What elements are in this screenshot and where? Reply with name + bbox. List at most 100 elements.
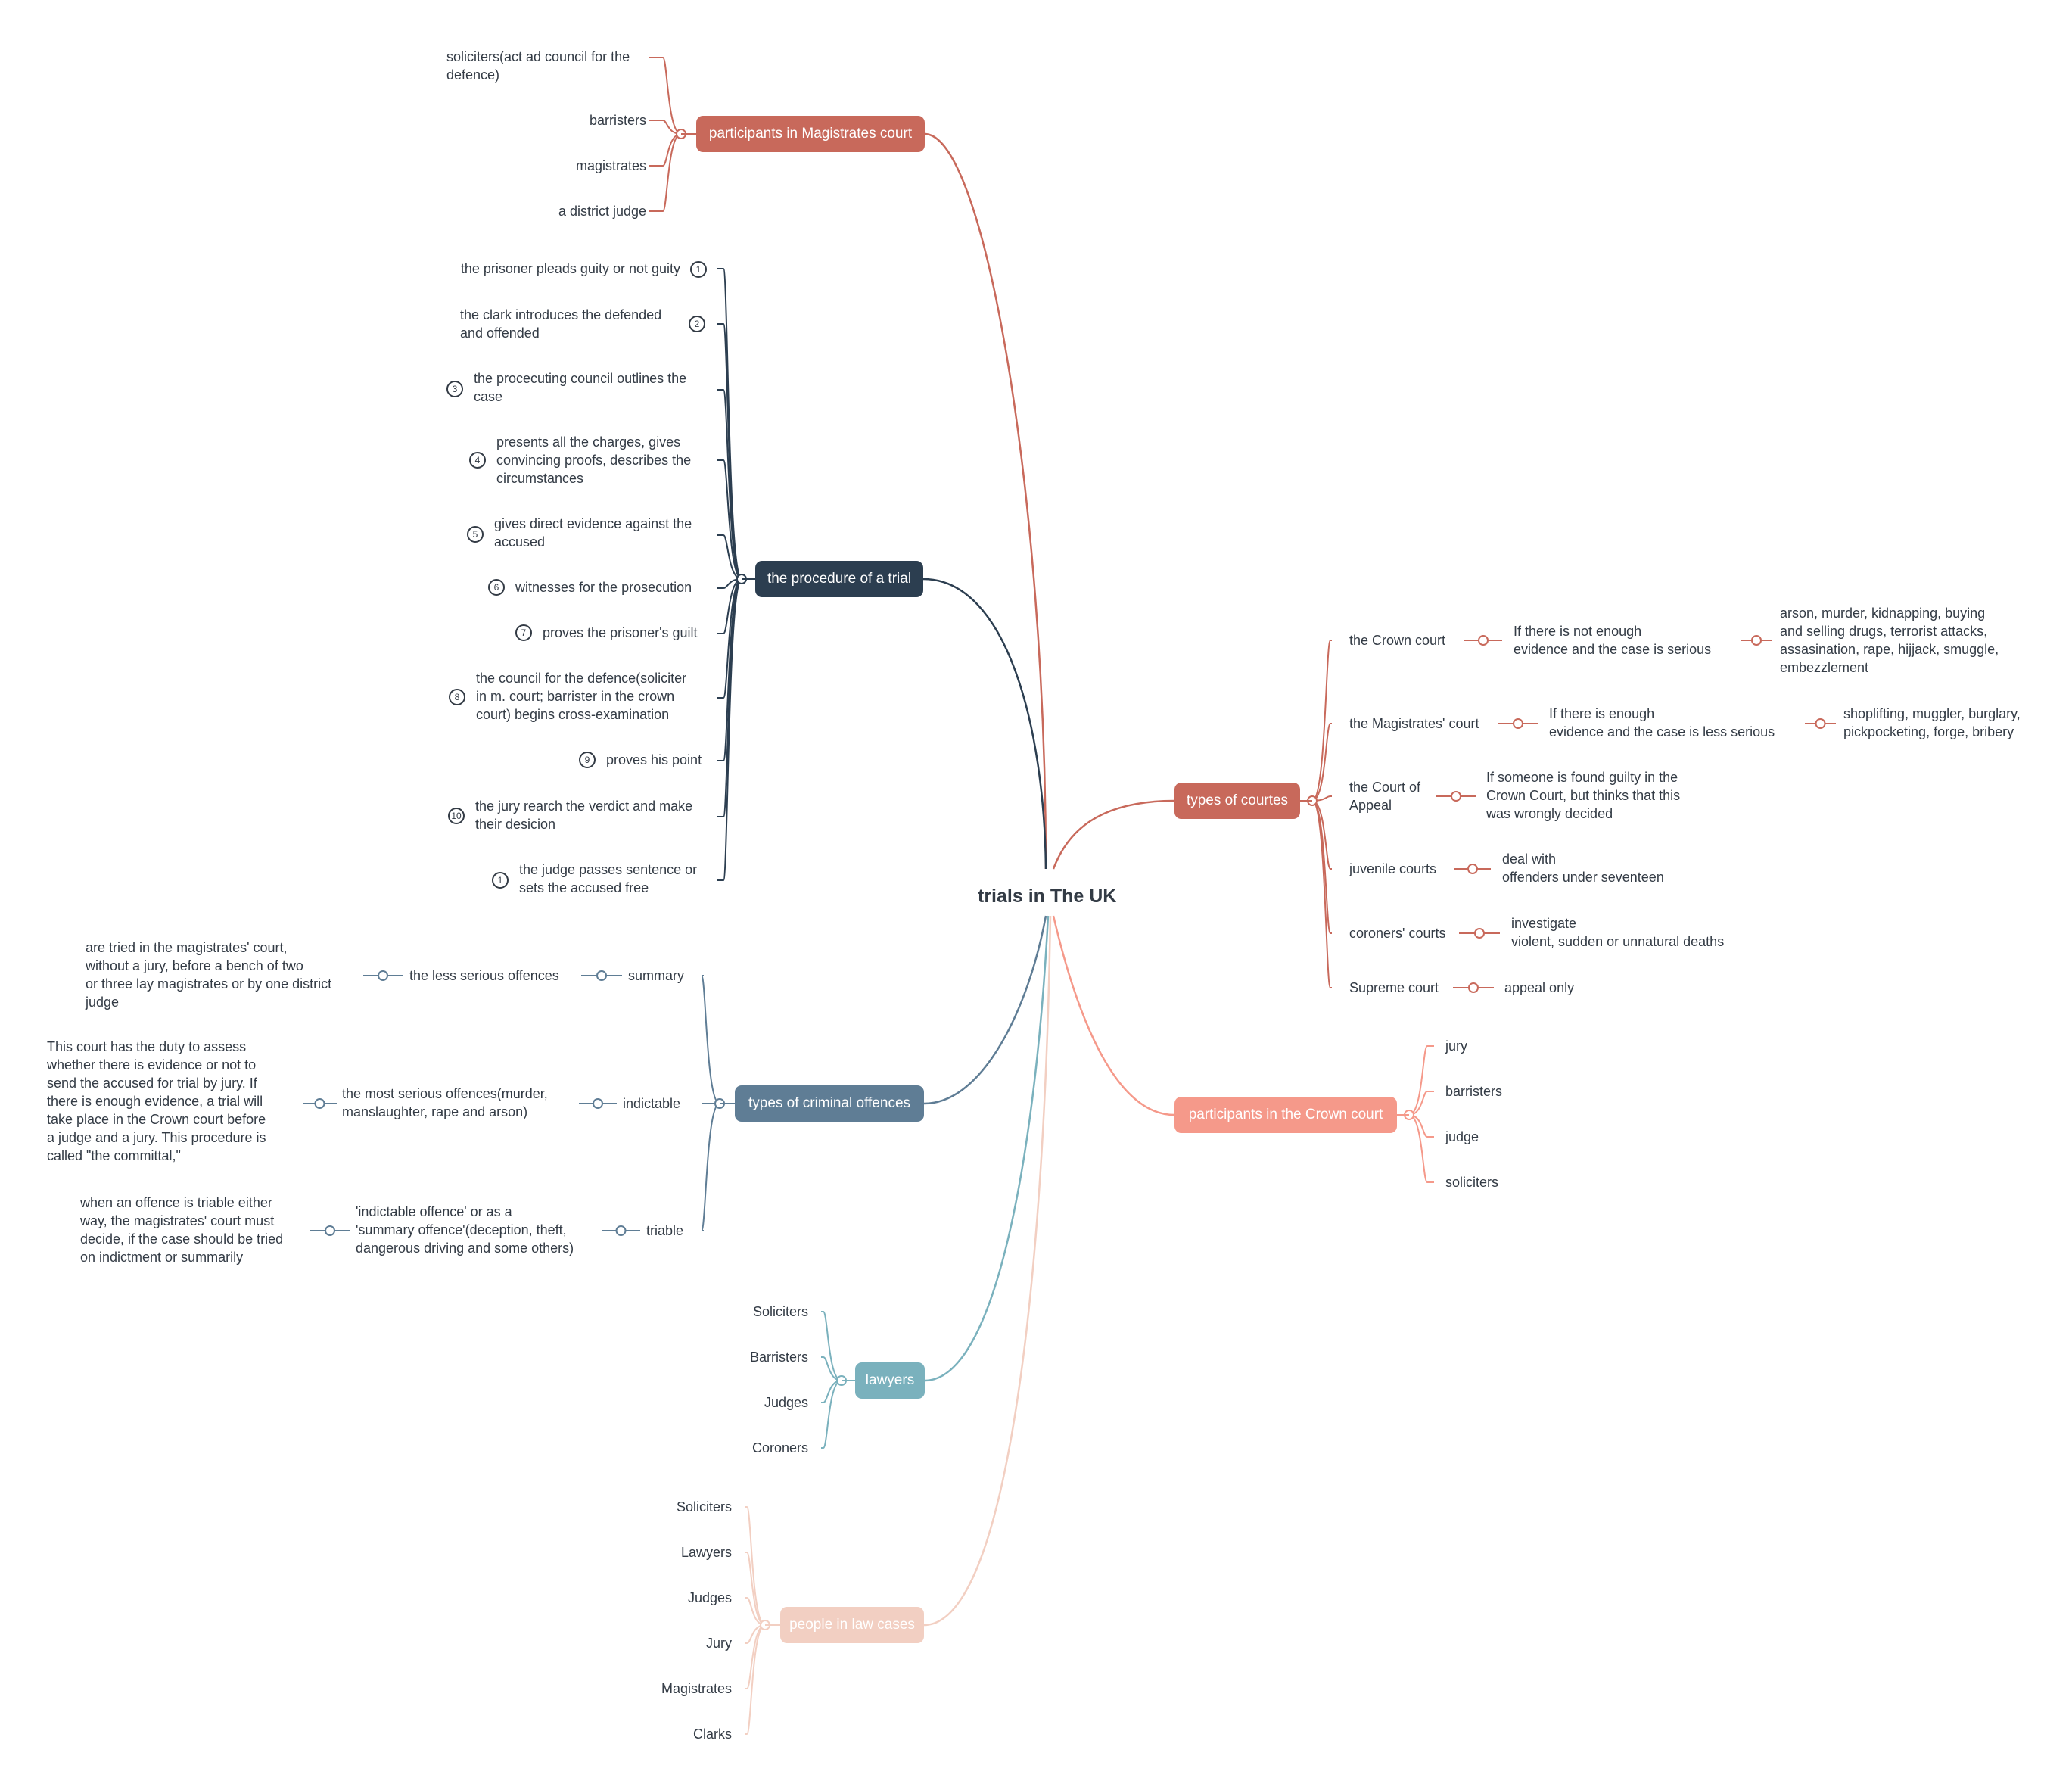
offence-indictable-meaning[interactable]: the most serious offences(murder, mansla… <box>342 1085 548 1121</box>
collapse-knob[interactable] <box>596 970 607 981</box>
central-topic[interactable]: trials in The UK <box>978 886 1117 907</box>
step-number-badge: 3 <box>446 381 463 397</box>
text-line: presents all the charges, gives <box>496 434 681 450</box>
trunk-line <box>1052 915 1175 1116</box>
court-supreme-detail[interactable]: appeal only <box>1504 979 1574 997</box>
court-coroners[interactable]: coroners' courts <box>1349 924 1446 942</box>
magistrates-item-soliciters[interactable]: soliciters(act ad council for the defenc… <box>446 48 630 84</box>
text-line: assasination, rape, hijjack, smuggle, <box>1780 642 1999 657</box>
branch-line <box>745 1624 766 1735</box>
branch-types-of-courts[interactable]: types of courtes <box>1174 783 1300 819</box>
court-appeal-detail[interactable]: If someone is found guilty in the Crown … <box>1486 768 1680 823</box>
court-crown-examples[interactable]: arson, murder, kidnapping, buying and se… <box>1780 604 1999 677</box>
procedure-step-7[interactable]: proves the prisoner's guilt <box>543 624 698 642</box>
collapse-knob[interactable] <box>1815 718 1826 729</box>
court-magistrates-detail[interactable]: If there is enough evidence and the case… <box>1549 705 1775 741</box>
procedure-step-10[interactable]: the jury rearch the verdict and make the… <box>475 797 692 833</box>
text-line: embezzlement <box>1780 660 1869 675</box>
step-number-badge: 1 <box>492 872 509 889</box>
magistrates-item-magistrates[interactable]: magistrates <box>575 158 646 173</box>
procedure-step-3[interactable]: the procecuting council outlines the cas… <box>474 369 686 406</box>
branch-line <box>745 1506 766 1626</box>
collapse-knob[interactable] <box>1478 635 1489 646</box>
text-line: dangerous driving and some others) <box>356 1241 574 1256</box>
lawyers-item-coroners[interactable]: Coroners <box>751 1440 808 1455</box>
collapse-knob[interactable] <box>1468 982 1479 993</box>
people-item-magistrates[interactable]: Magistrates <box>661 1681 732 1696</box>
procedure-step-2[interactable]: the clark introduces the defended and of… <box>460 306 661 342</box>
court-coroners-detail[interactable]: investigate violent, sudden or unnatural… <box>1511 914 1724 951</box>
lawyers-item-barristers[interactable]: Barristers <box>749 1350 808 1365</box>
people-item-jury[interactable]: Jury <box>705 1636 732 1651</box>
offence-indictable-description[interactable]: This court has the duty to assess whethe… <box>47 1038 266 1165</box>
text-line: Appeal <box>1349 798 1392 813</box>
procedure-step-9[interactable]: proves his point <box>606 751 702 769</box>
offence-summary-meaning[interactable]: the less serious offences <box>409 967 559 985</box>
branch-lawyers[interactable]: lawyers <box>855 1362 925 1399</box>
step-number-badge: 7 <box>515 624 532 641</box>
court-appeal[interactable]: the Court of Appeal <box>1349 778 1420 814</box>
court-magistrates-examples[interactable]: shoplifting, muggler, burglary, pickpock… <box>1843 705 2021 741</box>
text-line: without a jury, before a bench of two <box>86 958 303 973</box>
collapse-knob[interactable] <box>1474 928 1485 939</box>
court-magistrates[interactable]: the Magistrates' court <box>1349 714 1479 733</box>
collapse-knob[interactable] <box>325 1225 335 1236</box>
collapse-knob[interactable] <box>615 1225 627 1236</box>
text-line: or three lay magistrates or by one distr… <box>86 976 332 992</box>
procedure-step-11[interactable]: the judge passes sentence or sets the ac… <box>519 861 697 897</box>
procedure-step-5[interactable]: gives direct evidence against the accuse… <box>494 515 692 551</box>
text-line: case <box>474 389 503 404</box>
magistrates-item-district-judge[interactable]: a district judge <box>558 204 646 219</box>
collapse-knob[interactable] <box>1467 864 1478 874</box>
branch-magistrates-participants[interactable]: participants in Magistrates court <box>696 116 925 152</box>
court-crown[interactable]: the Crown court <box>1349 631 1445 649</box>
branch-line <box>717 578 742 699</box>
lawyers-item-soliciters[interactable]: Soliciters <box>752 1304 808 1319</box>
collapse-knob[interactable] <box>1513 718 1523 729</box>
people-item-clarks[interactable]: Clarks <box>692 1726 732 1742</box>
text-line: 'indictable offence' or as a <box>356 1204 512 1219</box>
court-juvenile-detail[interactable]: deal with offenders under seventeen <box>1502 850 1664 886</box>
people-item-lawyers[interactable]: Lawyers <box>680 1545 732 1560</box>
people-item-soliciters[interactable]: Soliciters <box>676 1499 732 1515</box>
people-item-judges[interactable]: Judges <box>687 1590 732 1605</box>
offence-indictable[interactable]: indictable <box>623 1096 681 1111</box>
branch-people-in-law-cases[interactable]: people in law cases <box>780 1607 924 1643</box>
court-crown-detail[interactable]: If there is not enough evidence and the … <box>1514 622 1711 658</box>
collapse-knob[interactable] <box>314 1098 325 1109</box>
procedure-step-8[interactable]: the council for the defence(soliciter in… <box>476 669 686 724</box>
collapse-knob[interactable] <box>1751 635 1762 646</box>
branch-criminal-offences[interactable]: types of criminal offences <box>735 1085 924 1122</box>
text-line: coroners' courts <box>1349 926 1446 941</box>
procedure-step-1[interactable]: the prisoner pleads guity or not guity <box>461 260 680 278</box>
crown-item-barristers[interactable]: barristers <box>1445 1084 1503 1099</box>
text-line: take place in the Crown court before <box>47 1112 266 1127</box>
magistrates-item-barristers[interactable]: barristers <box>589 113 646 128</box>
lawyers-item-judges[interactable]: Judges <box>764 1395 808 1410</box>
branch-crown-participants[interactable]: participants in the Crown court <box>1174 1097 1397 1133</box>
text-line: and offended <box>460 325 540 341</box>
collapse-knob[interactable] <box>378 970 388 981</box>
offence-triable[interactable]: triable <box>646 1223 684 1238</box>
procedure-step-4[interactable]: presents all the charges, gives convinci… <box>496 433 691 487</box>
offence-summary-description[interactable]: are tried in the magistrates' court, wit… <box>86 939 331 1011</box>
branch-procedure[interactable]: the procedure of a trial <box>755 561 923 597</box>
branch-line <box>1311 723 1332 802</box>
offence-triable-meaning[interactable]: 'indictable offence' or as a 'summary of… <box>356 1203 574 1257</box>
text-line: was wrongly decided <box>1486 806 1613 821</box>
branch-line <box>717 323 742 580</box>
procedure-step-6[interactable]: witnesses for the prosecution <box>515 578 692 596</box>
court-supreme[interactable]: Supreme court <box>1349 979 1439 997</box>
court-juvenile[interactable]: juvenile courts <box>1349 860 1436 878</box>
offence-triable-description[interactable]: when an offence is triable either way, t… <box>80 1194 283 1266</box>
collapse-knob[interactable] <box>593 1098 603 1109</box>
collapse-knob[interactable] <box>1451 791 1461 802</box>
crown-item-soliciters[interactable]: soliciters <box>1445 1175 1499 1190</box>
branch-line <box>649 57 682 135</box>
offence-summary[interactable]: summary <box>628 968 685 983</box>
crown-item-judge[interactable]: judge <box>1445 1129 1479 1144</box>
crown-item-jury[interactable]: jury <box>1445 1038 1468 1054</box>
trunk-line <box>922 578 1047 870</box>
text-line: on indictment or summarily <box>80 1250 244 1265</box>
